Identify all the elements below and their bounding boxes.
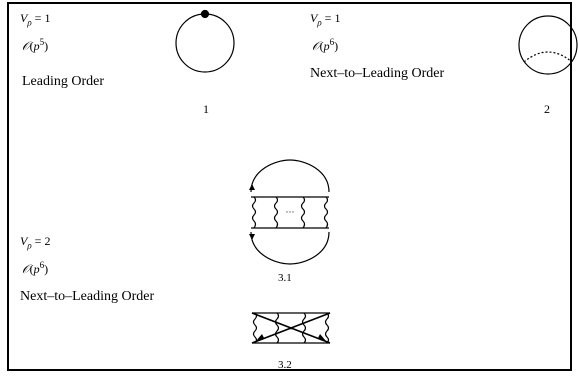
o-symbol: 𝒪 [22,39,30,53]
o-symbol: 𝒪 [22,262,30,276]
b3-vrho: Vρ = 2 [20,235,50,250]
caption-3-2: 3.2 [278,359,292,371]
bottom-arc [250,231,330,265]
v-symbol: V [20,234,28,248]
arrow-icon [249,184,255,190]
wavy-rung [324,312,330,344]
v-symbol: V [20,11,28,25]
b1-number: 1 [203,102,209,116]
rho-symbol: ρ [27,240,32,251]
dashed-arc [523,51,573,63]
wavy-rung [301,312,307,344]
p-symbol: p [323,39,330,53]
cross-line [251,312,331,344]
b3-order: 𝒪(p6) [22,260,49,276]
arrow-icon [318,334,326,341]
b2-number: 2 [544,102,550,116]
v-symbol: V [310,11,318,25]
b2-order: 𝒪(p6) [312,37,339,53]
wavy-rung [273,196,279,229]
ellipsis-label-3-2: ··· [287,324,296,334]
p-symbol: p [33,39,40,53]
wavy-rung [323,196,329,229]
ellipsis-label-3-1: ··· [286,207,295,217]
b1-vrho-value: = 1 [34,11,51,25]
b2-vrho: Vρ = 1 [310,12,340,27]
diagram-3-1 [249,159,330,265]
arrow-icon [249,234,255,240]
wavy-rung [300,196,306,229]
b3-order-exp: 6 [39,260,45,270]
b3-vrho-value: = 2 [34,234,51,248]
wavy-rung [274,312,280,344]
vertex-dot [200,9,210,19]
caption-3-1: 3.1 [278,272,292,284]
arrow-icon [256,334,264,341]
b1-label: Leading Order [22,74,105,89]
b2-vrho-value: = 1 [324,11,341,25]
diagram-1-loop [175,9,235,73]
b3-label: Next–to–Leading Order [20,289,155,304]
b2-label: Next–to–Leading Order [310,66,445,81]
wavy-rung [252,312,258,344]
b1-order-exp: 5 [39,37,45,47]
top-arc [250,159,330,193]
o-symbol: 𝒪 [312,39,320,53]
diagram-3-2 [251,312,331,344]
b1-order: 𝒪(p5) [22,37,49,53]
rho-symbol: ρ [317,17,322,28]
rho-symbol: ρ [27,17,32,28]
p-symbol: p [33,262,40,276]
wavy-rung [251,196,257,229]
diagram-2-loop [518,15,578,75]
b2-order-exp: 6 [329,37,335,47]
b1-vrho: Vρ = 1 [20,12,50,27]
diagram-frame [7,2,572,371]
